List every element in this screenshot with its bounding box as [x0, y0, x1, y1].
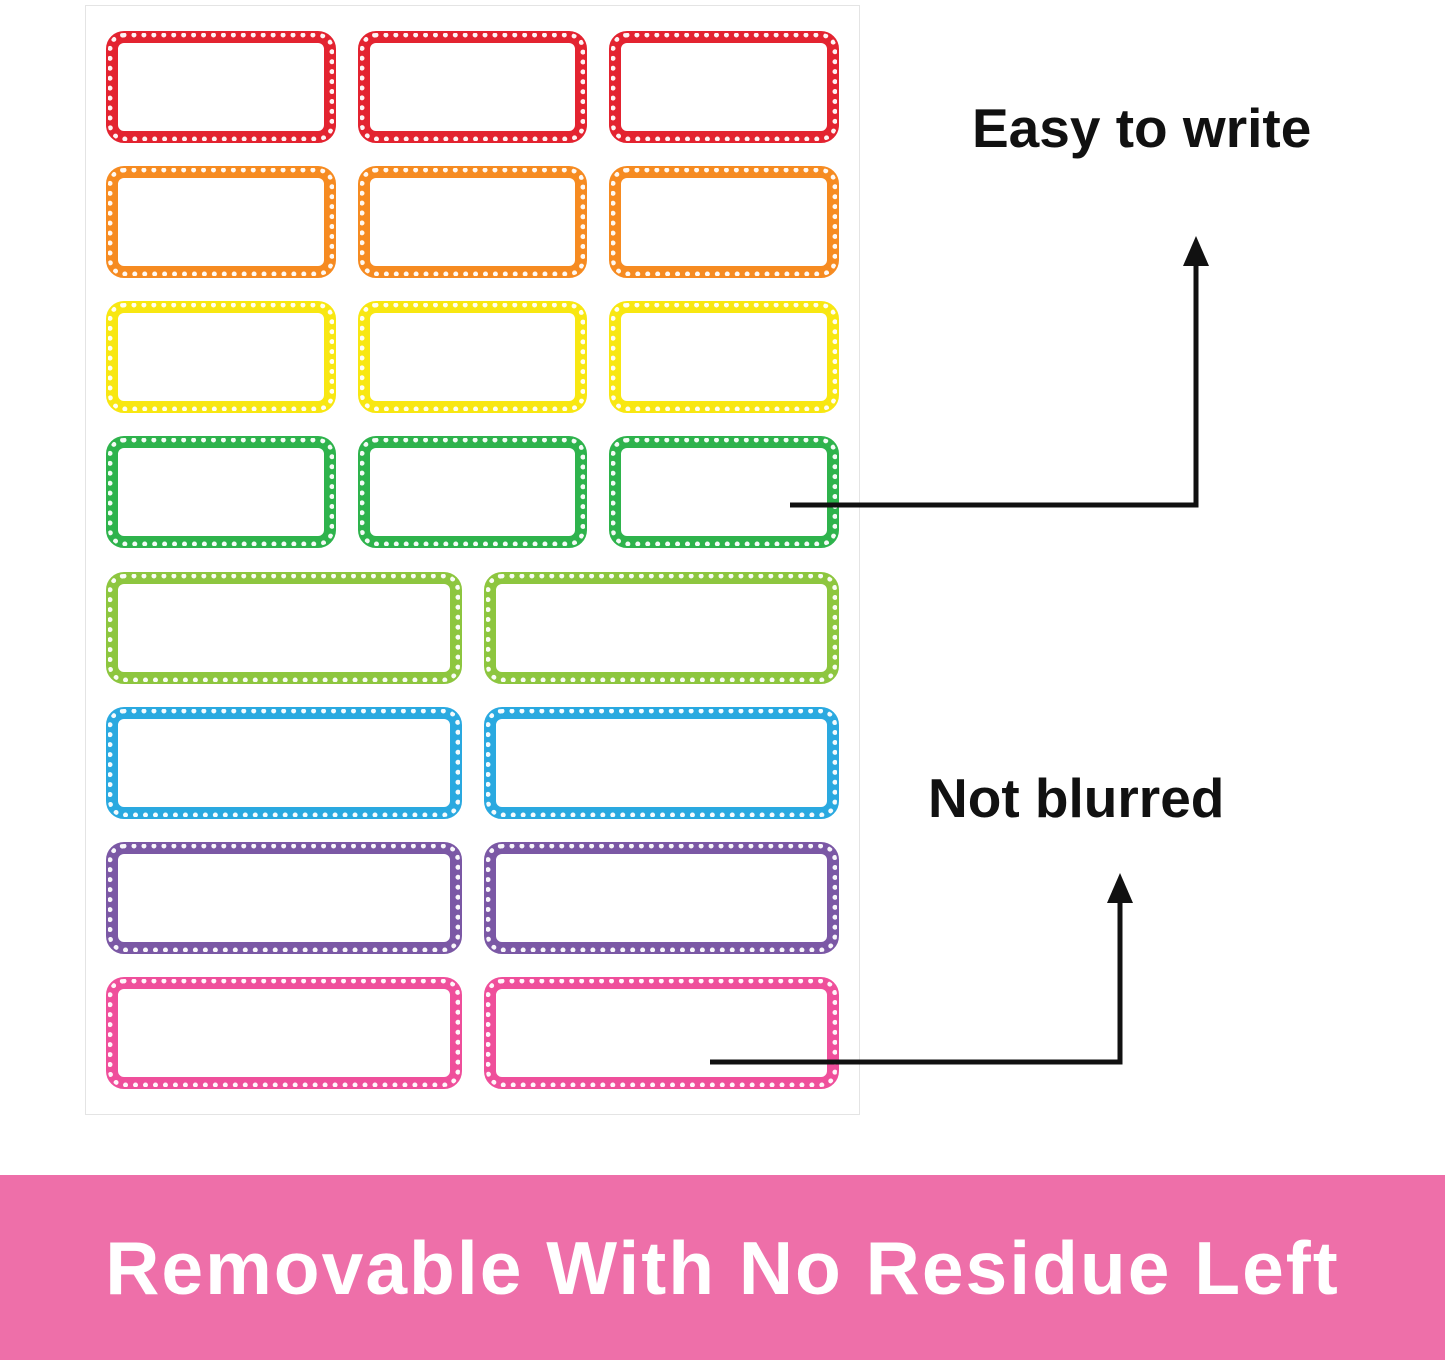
label-row-pink: [106, 976, 839, 1089]
label-sheet: [85, 5, 860, 1115]
blue-blank-label-sticker: [106, 706, 462, 819]
green-blank-label-sticker: [106, 436, 336, 549]
orange-blank-label-sticker: [609, 166, 840, 279]
annotation-easy-to-write: Easy to write: [972, 97, 1312, 159]
label-row-orange: [106, 166, 840, 279]
arrow-up-icon: [1183, 236, 1209, 266]
lime-green-blank-label-sticker: [483, 571, 839, 684]
label-row-purple: [106, 841, 839, 954]
purple-blank-label-sticker: [483, 841, 839, 954]
banner-text: Removable With No Residue Left: [105, 1225, 1340, 1310]
label-row-green: [106, 436, 840, 549]
label-row-red: [106, 31, 840, 143]
orange-blank-label-sticker: [106, 166, 336, 279]
bottom-banner: Removable With No Residue Left: [0, 1175, 1445, 1360]
purple-blank-label-sticker: [106, 841, 462, 954]
red-blank-label-sticker: [357, 31, 588, 143]
label-row-blue: [106, 706, 839, 819]
red-blank-label-sticker: [609, 31, 840, 143]
green-blank-label-sticker: [609, 436, 840, 549]
yellow-blank-label-sticker: [609, 301, 840, 414]
pink-blank-label-sticker: [106, 976, 462, 1089]
arrow-up-icon: [1107, 873, 1133, 903]
yellow-blank-label-sticker: [106, 301, 336, 414]
blue-blank-label-sticker: [483, 706, 839, 819]
annotation-not-blurred: Not blurred: [928, 767, 1225, 829]
label-row-lime-green: [106, 571, 839, 684]
orange-blank-label-sticker: [357, 166, 588, 279]
pink-blank-label-sticker: [483, 976, 839, 1089]
red-blank-label-sticker: [106, 31, 336, 143]
lime-green-blank-label-sticker: [106, 571, 462, 684]
green-blank-label-sticker: [357, 436, 588, 549]
yellow-blank-label-sticker: [357, 301, 588, 414]
label-row-yellow: [106, 301, 840, 414]
